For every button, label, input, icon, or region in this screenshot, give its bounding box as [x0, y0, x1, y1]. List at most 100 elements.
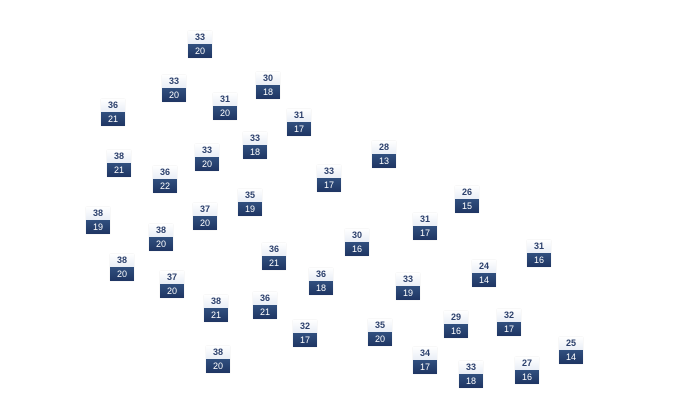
station-high-temp: 33 [188, 31, 212, 44]
station-low-temp: 17 [317, 178, 341, 192]
station-high-temp: 36 [309, 268, 333, 281]
station-low-temp: 20 [188, 44, 212, 58]
station-low-temp: 19 [238, 202, 262, 216]
station-high-temp: 24 [472, 260, 496, 273]
station-high-temp: 35 [238, 189, 262, 202]
station-low-temp: 16 [345, 242, 369, 256]
station-high-temp: 32 [293, 320, 317, 333]
station-high-temp: 31 [213, 93, 237, 106]
station-low-temp: 21 [204, 308, 228, 322]
station-low-temp: 21 [107, 163, 131, 177]
station-low-temp: 20 [193, 216, 217, 230]
station-high-temp: 34 [413, 347, 437, 360]
station-high-temp: 32 [497, 309, 521, 322]
station-high-temp: 31 [527, 240, 551, 253]
station-high-temp: 38 [107, 150, 131, 163]
station-low-temp: 18 [459, 374, 483, 388]
station-high-temp: 30 [256, 72, 280, 85]
station-high-temp: 33 [317, 165, 341, 178]
station-high-temp: 35 [368, 319, 392, 332]
station-low-temp: 20 [206, 359, 230, 373]
station-low-temp: 20 [162, 88, 186, 102]
station-low-temp: 18 [309, 281, 333, 295]
station-high-temp: 38 [86, 207, 110, 220]
station-high-temp: 36 [262, 243, 286, 256]
station-high-temp: 36 [153, 166, 177, 179]
station-low-temp: 22 [153, 179, 177, 193]
station-low-temp: 21 [101, 112, 125, 126]
station-high-temp: 38 [110, 254, 134, 267]
station-low-temp: 13 [372, 154, 396, 168]
station-high-temp: 31 [413, 213, 437, 226]
station-high-temp: 38 [206, 346, 230, 359]
station-low-temp: 18 [243, 145, 267, 159]
station-low-temp: 16 [444, 324, 468, 338]
station-high-temp: 33 [243, 132, 267, 145]
station-high-temp: 26 [455, 186, 479, 199]
station-low-temp: 20 [195, 157, 219, 171]
station-high-temp: 37 [193, 203, 217, 216]
station-low-temp: 20 [213, 106, 237, 120]
station-low-temp: 19 [86, 220, 110, 234]
station-low-temp: 20 [149, 237, 173, 251]
station-high-temp: 36 [253, 292, 277, 305]
station-high-temp: 37 [160, 271, 184, 284]
station-low-temp: 18 [256, 85, 280, 99]
station-low-temp: 19 [396, 286, 420, 300]
station-low-temp: 20 [160, 284, 184, 298]
station-high-temp: 33 [162, 75, 186, 88]
station-low-temp: 14 [472, 273, 496, 287]
station-high-temp: 29 [444, 311, 468, 324]
station-low-temp: 21 [262, 256, 286, 270]
station-high-temp: 33 [195, 144, 219, 157]
station-high-temp: 28 [372, 141, 396, 154]
station-low-temp: 20 [368, 332, 392, 346]
station-high-temp: 38 [149, 224, 173, 237]
station-low-temp: 14 [559, 350, 583, 364]
station-high-temp: 33 [396, 273, 420, 286]
station-low-temp: 17 [413, 360, 437, 374]
station-high-temp: 33 [459, 361, 483, 374]
station-high-temp: 38 [204, 295, 228, 308]
station-low-temp: 16 [515, 370, 539, 384]
station-high-temp: 25 [559, 337, 583, 350]
